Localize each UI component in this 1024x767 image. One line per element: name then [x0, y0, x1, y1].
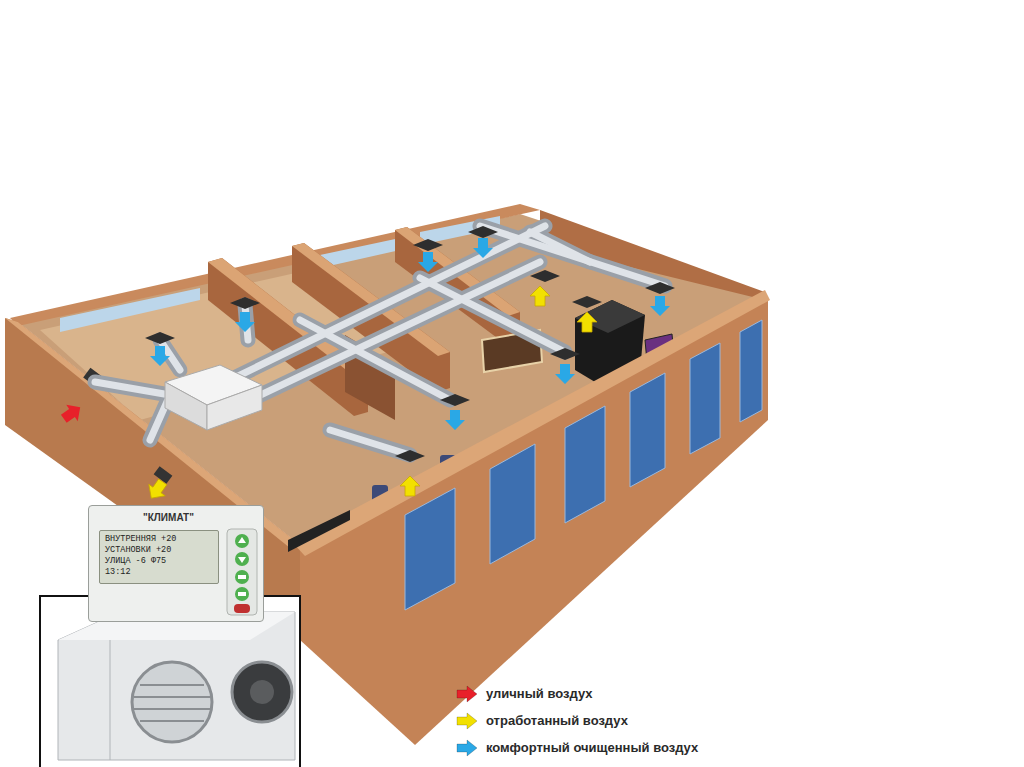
- front-wall: [300, 300, 768, 745]
- unit-photo: [58, 612, 295, 760]
- glass: [320, 238, 400, 268]
- glass: [60, 288, 200, 332]
- diffusers: [145, 226, 675, 462]
- unit-grilles: [132, 662, 292, 742]
- legend-item: комфортный очищенный воздух: [456, 734, 698, 761]
- display-line: УСТАНОВКИ +20: [105, 545, 213, 556]
- legend-swatch: [456, 712, 478, 730]
- legend-swatch: [456, 739, 478, 757]
- legend-item: уличный воздух: [456, 680, 698, 707]
- display-line: УЛИЦА -6 Ф75: [105, 556, 213, 567]
- legend-item: отработанный воздух: [456, 707, 698, 734]
- legend-text: отработанный воздух: [486, 713, 628, 728]
- ventilation-unit: [207, 385, 262, 430]
- legend-text: комфортный очищенный воздух: [486, 740, 698, 755]
- display-line: ВНУТРЕННЯЯ +20: [105, 534, 213, 545]
- radiator: [288, 510, 350, 552]
- panel-title: "КЛИМАТ": [97, 511, 255, 525]
- ventilation-unit: [165, 382, 207, 430]
- exhaust-grille: [154, 466, 173, 484]
- unit-seam: [110, 640, 111, 760]
- legend-swatch: [456, 685, 478, 703]
- controller-display: ВНУТРЕННЯЯ +20УСТАНОВКИ +20УЛИЦА -6 Ф751…: [99, 530, 219, 584]
- legend: уличный воздух отработанный воздух комфорт…: [456, 680, 698, 761]
- legend-text: уличный воздух: [486, 686, 593, 701]
- display-line: 13:12: [105, 567, 213, 578]
- controller-buttons: [226, 528, 258, 616]
- windows: [405, 320, 762, 610]
- air-arrows: [58, 238, 670, 504]
- ducts: [95, 226, 665, 455]
